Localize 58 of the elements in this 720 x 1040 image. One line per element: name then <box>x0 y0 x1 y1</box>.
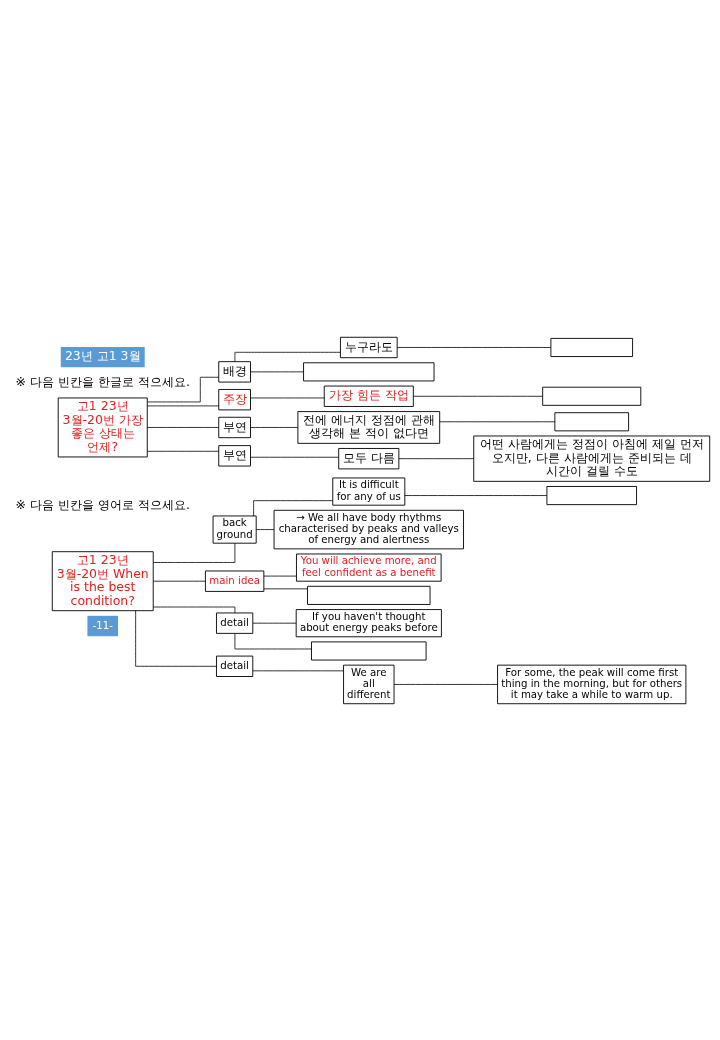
connector <box>250 426 299 428</box>
connector <box>147 426 220 428</box>
connector <box>252 669 344 671</box>
connector <box>152 542 236 563</box>
node-box <box>311 640 427 660</box>
connector <box>250 456 340 458</box>
node-box: main idea <box>204 570 265 592</box>
node-box: detail <box>216 612 254 634</box>
connector <box>135 609 217 667</box>
connector <box>152 606 236 613</box>
node-box: 부연 <box>218 416 251 438</box>
connector <box>393 683 498 685</box>
node-box <box>303 361 435 381</box>
connector <box>234 351 341 362</box>
connector <box>152 580 206 582</box>
node-box: 부연 <box>218 444 251 466</box>
node-box: If you haven't thought about energy peaks before <box>295 608 442 637</box>
node-box: 고1 23년 3월-20번 가장 좋은 상태는 언제? <box>57 397 148 457</box>
node-box: 모두 다름 <box>338 447 400 469</box>
node-box: It is difficult for any of us <box>332 477 406 506</box>
node-box: 어떤 사람에게는 정점이 아침에 제일 먼저 오지만, 다른 사람에게는 준비되는 데 시간이 걸릴 수도 <box>473 435 711 482</box>
connector <box>439 420 556 422</box>
node-box: 전에 에너지 정점에 관해 생각해 본 적이 없다면 <box>297 410 441 444</box>
connector <box>398 457 474 459</box>
node-box: 고1 23년 3월-20번 When is the best condition? <box>51 550 154 611</box>
node-box <box>542 386 642 406</box>
connector <box>263 587 308 589</box>
connector <box>404 494 548 496</box>
node-box <box>307 585 431 605</box>
connector <box>147 376 220 402</box>
node-box: 누구라도 <box>339 336 398 358</box>
label: -11- <box>92 619 113 631</box>
node-box: → We all have body rhythms characterised by peaks and valleys of energy and alertness <box>273 509 464 549</box>
label: ※ 다음 빈칸을 영어로 적으세요. <box>15 496 190 512</box>
connector <box>250 397 325 398</box>
connector <box>147 405 220 406</box>
connector <box>234 632 312 649</box>
node-box <box>554 411 630 431</box>
label: ※ 다음 빈칸을 한글로 적으세요. <box>15 373 190 389</box>
node-box: 배경 <box>218 360 251 383</box>
node-box: We are all different <box>343 664 395 704</box>
node-box: For some, the peak will come first thing in the morning, but for others it may take a while to warm up. <box>497 664 687 704</box>
connector <box>263 575 297 576</box>
connector <box>250 370 304 372</box>
connector <box>252 622 297 624</box>
connector <box>412 395 543 397</box>
connector <box>147 450 220 452</box>
connector <box>253 499 334 516</box>
node-box: You will achieve more, and feel confident as a benefit <box>296 553 442 582</box>
node-box <box>546 485 637 505</box>
node-box: detail <box>216 655 254 677</box>
connector <box>396 346 552 348</box>
node-box: 가장 힘든 작업 <box>323 385 414 407</box>
connector <box>255 528 275 530</box>
node-box: back ground <box>212 515 257 544</box>
node-box: 주장 <box>218 388 251 410</box>
label: 23년 고1 3월 <box>64 347 141 363</box>
node-box <box>550 337 634 357</box>
